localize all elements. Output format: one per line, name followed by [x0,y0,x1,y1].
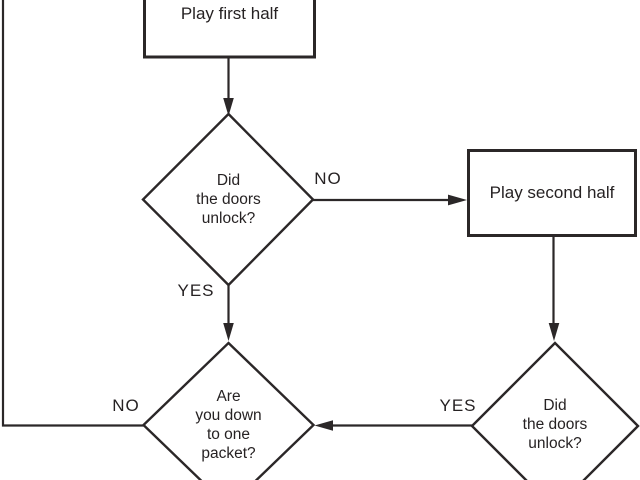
decision-label-one-packet: Are you down to one packet? [195,388,262,462]
edge-no-loop-line [1,0,145,427]
arrowhead-down-diamond1 [223,98,234,116]
process-label-play-first-half: Play first half [180,4,279,23]
edge-label-yes-1: YES [177,281,215,300]
arrowhead-right-box2 [448,194,467,206]
decision-diamond-one-packet [141,341,316,480]
decision-label-doors-unlock-1: Did the doors unlock? [196,172,261,227]
arrowhead-down-diamond3 [223,323,234,341]
decision-label-doors-unlock-2: Did the doors unlock? [522,397,588,452]
edge-label-no-2: NO [112,396,140,415]
arrowhead-down-diamond2 [548,323,560,341]
edge-label-yes-2: YES [439,396,477,415]
process-label-play-second-half: Play second half [489,183,615,202]
edge-label-no-1: NO [314,169,342,188]
process-box-play-second-half [467,149,637,237]
decision-diamond-doors-unlock-2 [470,341,640,480]
arrowhead-left-diamond3 [314,420,333,431]
